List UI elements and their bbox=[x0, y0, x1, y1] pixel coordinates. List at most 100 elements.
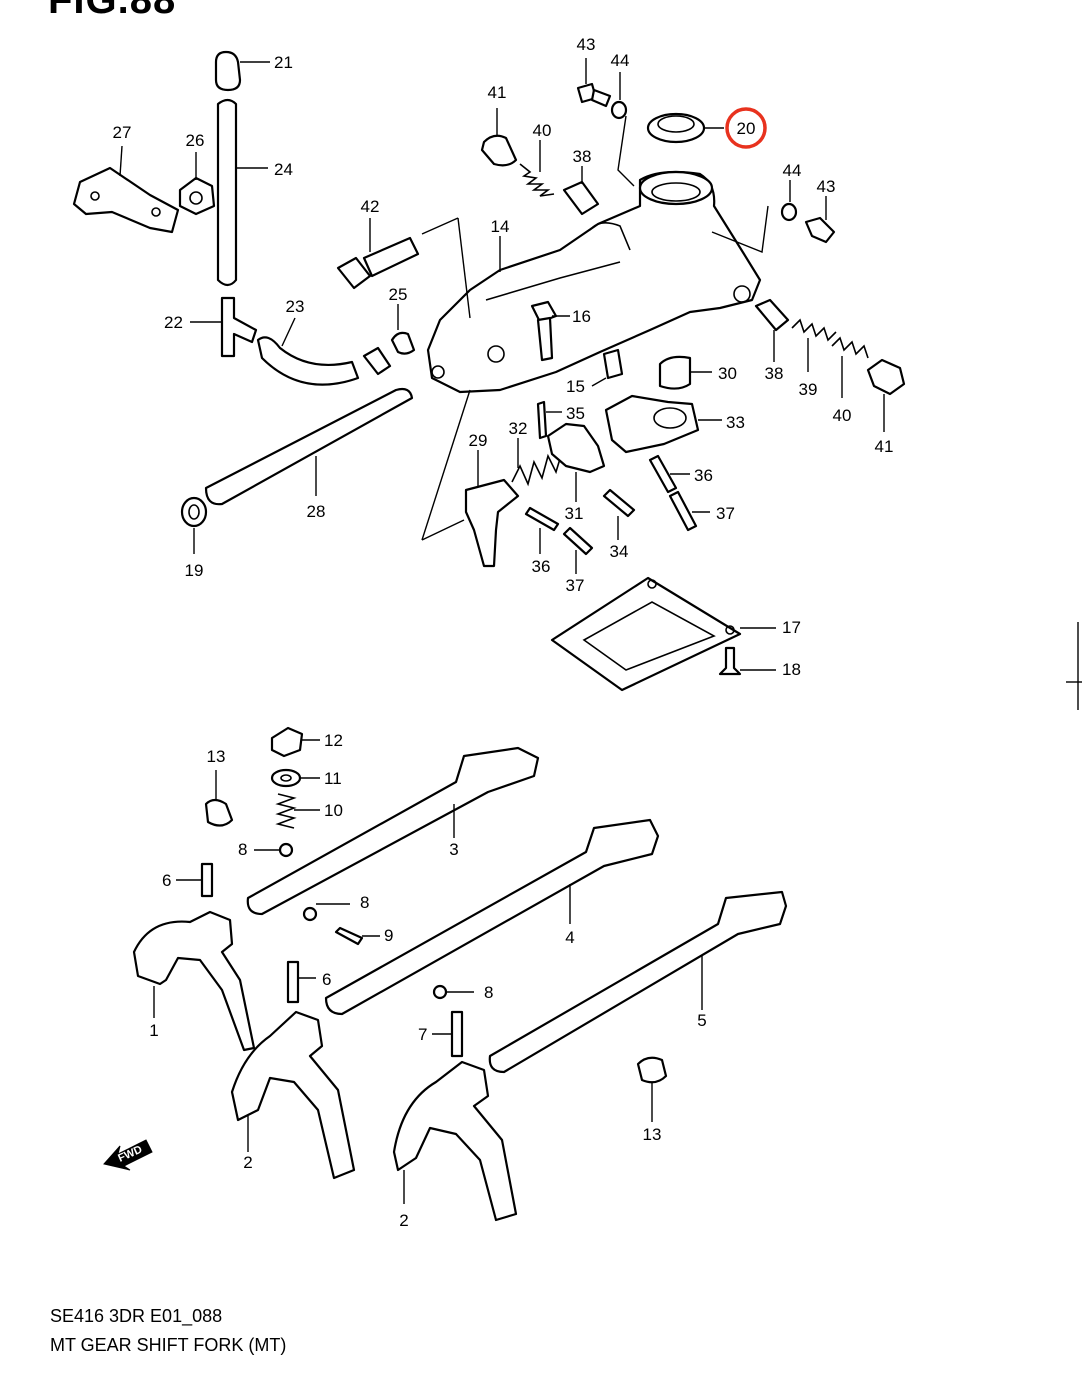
label-41-top[interactable]: 41 bbox=[488, 83, 507, 102]
part-32-spring[interactable] bbox=[511, 438, 563, 487]
label-12[interactable]: 12 bbox=[324, 731, 343, 750]
label-35[interactable]: 35 bbox=[566, 404, 585, 423]
label-33[interactable]: 33 bbox=[726, 413, 745, 432]
part-3-shaft[interactable] bbox=[246, 746, 540, 916]
part-37-pin[interactable] bbox=[668, 490, 710, 532]
label-25[interactable]: 25 bbox=[389, 285, 408, 304]
part-29-fork[interactable] bbox=[464, 450, 520, 568]
part-39-spring[interactable] bbox=[791, 318, 837, 372]
label-36-right[interactable]: 36 bbox=[694, 466, 713, 485]
part-42-bolt[interactable] bbox=[336, 218, 420, 290]
part-18-bolt[interactable] bbox=[718, 646, 776, 676]
label-18[interactable]: 18 bbox=[782, 660, 801, 679]
part-44-washer-right[interactable] bbox=[780, 180, 798, 222]
part-26-clip[interactable] bbox=[178, 152, 216, 216]
label-43-top[interactable]: 43 bbox=[577, 35, 596, 54]
label-42[interactable]: 42 bbox=[361, 197, 380, 216]
part-36-pin-lower[interactable] bbox=[524, 506, 560, 554]
label-10[interactable]: 10 bbox=[324, 801, 343, 820]
part-9-pin[interactable] bbox=[334, 926, 380, 946]
label-19[interactable]: 19 bbox=[185, 561, 204, 580]
part-14-housing[interactable] bbox=[426, 170, 762, 394]
part-41-plug-right[interactable] bbox=[866, 358, 906, 432]
label-28[interactable]: 28 bbox=[307, 502, 326, 521]
part-43-bolt[interactable] bbox=[576, 58, 612, 108]
part-38-pin[interactable] bbox=[562, 166, 600, 216]
label-36-lower[interactable]: 36 bbox=[532, 557, 551, 576]
part-22-tee[interactable] bbox=[190, 296, 258, 358]
part-40-spring-right[interactable] bbox=[831, 336, 869, 398]
part-4-shaft[interactable] bbox=[324, 818, 660, 1016]
part-44-washer[interactable] bbox=[610, 72, 628, 120]
label-30[interactable]: 30 bbox=[718, 364, 737, 383]
part-7-pin[interactable] bbox=[432, 1010, 464, 1058]
part-36-pin[interactable] bbox=[648, 454, 690, 494]
label-44-right[interactable]: 44 bbox=[783, 161, 802, 180]
part-8-ball-2[interactable] bbox=[302, 903, 350, 922]
label-39[interactable]: 39 bbox=[799, 380, 818, 399]
part-24-tube[interactable] bbox=[216, 98, 268, 287]
part-1-fork[interactable] bbox=[132, 910, 256, 1052]
part-41-plug[interactable] bbox=[480, 108, 518, 167]
label-7[interactable]: 7 bbox=[418, 1025, 427, 1044]
part-12-bolt[interactable] bbox=[270, 726, 320, 758]
label-13-top[interactable]: 13 bbox=[207, 747, 226, 766]
label-34[interactable]: 34 bbox=[610, 542, 629, 561]
label-20[interactable]: 20 bbox=[737, 119, 756, 138]
part-2-fork-right[interactable] bbox=[392, 1060, 518, 1222]
label-22[interactable]: 22 bbox=[164, 313, 183, 332]
part-2-fork-left[interactable] bbox=[230, 1010, 356, 1180]
label-37-right[interactable]: 37 bbox=[716, 504, 735, 523]
part-40-spring[interactable] bbox=[519, 140, 555, 197]
part-6-pin[interactable] bbox=[176, 862, 214, 898]
label-24[interactable]: 24 bbox=[274, 160, 293, 179]
part-6-pin-2[interactable] bbox=[286, 960, 316, 1004]
part-17-gasket[interactable] bbox=[550, 576, 776, 692]
part-11-washer[interactable] bbox=[270, 768, 320, 788]
part-31-lever[interactable] bbox=[546, 422, 606, 502]
label-37-lower[interactable]: 37 bbox=[566, 576, 585, 595]
part-27-bracket[interactable] bbox=[72, 145, 180, 234]
label-38-top[interactable]: 38 bbox=[573, 147, 592, 166]
part-37-pin-lower[interactable] bbox=[562, 526, 594, 574]
label-23[interactable]: 23 bbox=[286, 297, 305, 316]
label-38-right[interactable]: 38 bbox=[765, 364, 784, 383]
part-23-hose[interactable] bbox=[256, 317, 360, 386]
part-15-dowel[interactable] bbox=[591, 348, 624, 387]
label-13-lower[interactable]: 13 bbox=[643, 1125, 662, 1144]
label-21[interactable]: 21 bbox=[274, 53, 293, 72]
label-27[interactable]: 27 bbox=[113, 123, 132, 142]
label-6-a[interactable]: 6 bbox=[162, 871, 171, 890]
part-43-bolt-right[interactable] bbox=[804, 196, 836, 244]
label-11[interactable]: 11 bbox=[324, 769, 342, 788]
label-43-right[interactable]: 43 bbox=[817, 177, 836, 196]
label-40-top[interactable]: 40 bbox=[533, 121, 552, 140]
part-30-bushing[interactable] bbox=[658, 355, 712, 390]
label-4[interactable]: 4 bbox=[565, 928, 574, 947]
label-8-a[interactable]: 8 bbox=[238, 840, 247, 859]
part-21-cap[interactable] bbox=[214, 50, 270, 92]
part-33-lever[interactable] bbox=[604, 394, 722, 454]
part-35-pin[interactable] bbox=[536, 400, 562, 440]
label-8-c[interactable]: 8 bbox=[484, 983, 493, 1002]
label-3[interactable]: 3 bbox=[449, 840, 458, 859]
label-1[interactable]: 1 bbox=[149, 1021, 158, 1040]
part-38-pin-right[interactable] bbox=[754, 298, 790, 362]
label-32[interactable]: 32 bbox=[509, 419, 528, 438]
label-41-right[interactable]: 41 bbox=[875, 437, 894, 456]
label-2-left[interactable]: 2 bbox=[243, 1153, 252, 1172]
label-9[interactable]: 9 bbox=[384, 926, 393, 945]
label-8-b[interactable]: 8 bbox=[360, 893, 369, 912]
part-13-plug-lower[interactable] bbox=[636, 1056, 668, 1122]
label-16[interactable]: 16 bbox=[572, 307, 591, 326]
label-14[interactable]: 14 bbox=[491, 217, 510, 236]
label-26[interactable]: 26 bbox=[186, 131, 205, 150]
part-34-pin[interactable] bbox=[602, 488, 636, 540]
part-28-shaft[interactable] bbox=[204, 387, 414, 506]
part-16-bolt[interactable] bbox=[530, 300, 570, 362]
label-44-top[interactable]: 44 bbox=[611, 51, 630, 70]
part-19-ring[interactable] bbox=[180, 496, 208, 554]
part-8-ball[interactable] bbox=[254, 842, 294, 858]
label-6-b[interactable]: 6 bbox=[322, 970, 331, 989]
label-31[interactable]: 31 bbox=[565, 504, 584, 523]
